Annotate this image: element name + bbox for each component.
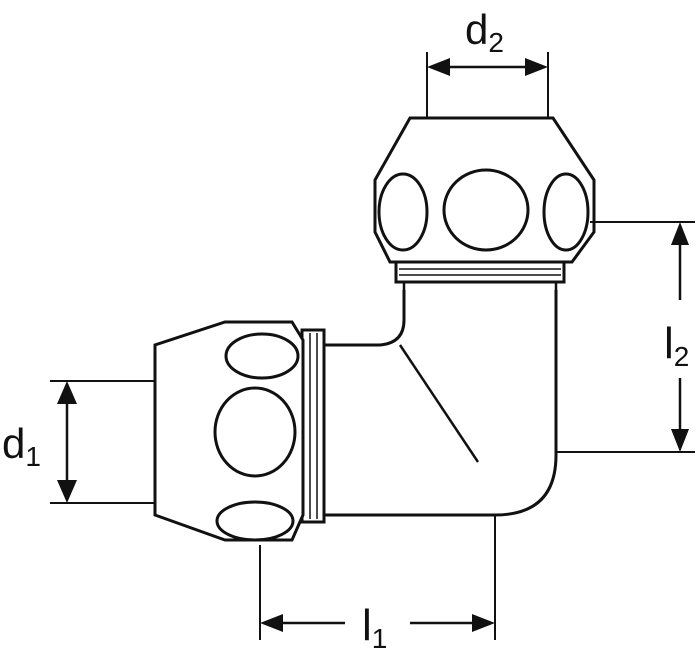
top-compression-nut [373, 116, 596, 264]
grip-oval-bottom-left [215, 500, 295, 542]
arrowhead-l1-right [472, 614, 495, 632]
label-d2: d2 [465, 6, 504, 58]
grip-circle-top [442, 168, 530, 252]
dimension-l2: l2 [556, 221, 695, 453]
arrowhead-l2-top [671, 222, 689, 245]
arrowhead-l1-left [260, 614, 283, 632]
label-l2: l2 [664, 319, 689, 372]
arrowhead-d1-bottom [57, 480, 77, 503]
elbow-body [323, 280, 558, 517]
top-thread-ring [394, 260, 566, 284]
arrowhead-d1-top [57, 381, 77, 404]
grip-oval-left-top [377, 172, 429, 252]
grip-oval-right-top [542, 172, 590, 252]
label-l1: l1 [362, 601, 387, 654]
arrowhead-l2-bottom [671, 429, 689, 452]
left-thread-ring [300, 328, 326, 524]
dimension-l1: l1 [259, 515, 496, 654]
arrowhead-d2-right [525, 58, 548, 76]
dimension-d2: d2 [426, 6, 549, 118]
grip-oval-top-left [224, 332, 300, 380]
label-d1: d1 [2, 420, 41, 472]
grip-circle-left [213, 386, 297, 478]
left-compression-nut [153, 320, 305, 542]
dimension-d1: d1 [2, 380, 155, 504]
arrowhead-d2-left [427, 58, 450, 76]
